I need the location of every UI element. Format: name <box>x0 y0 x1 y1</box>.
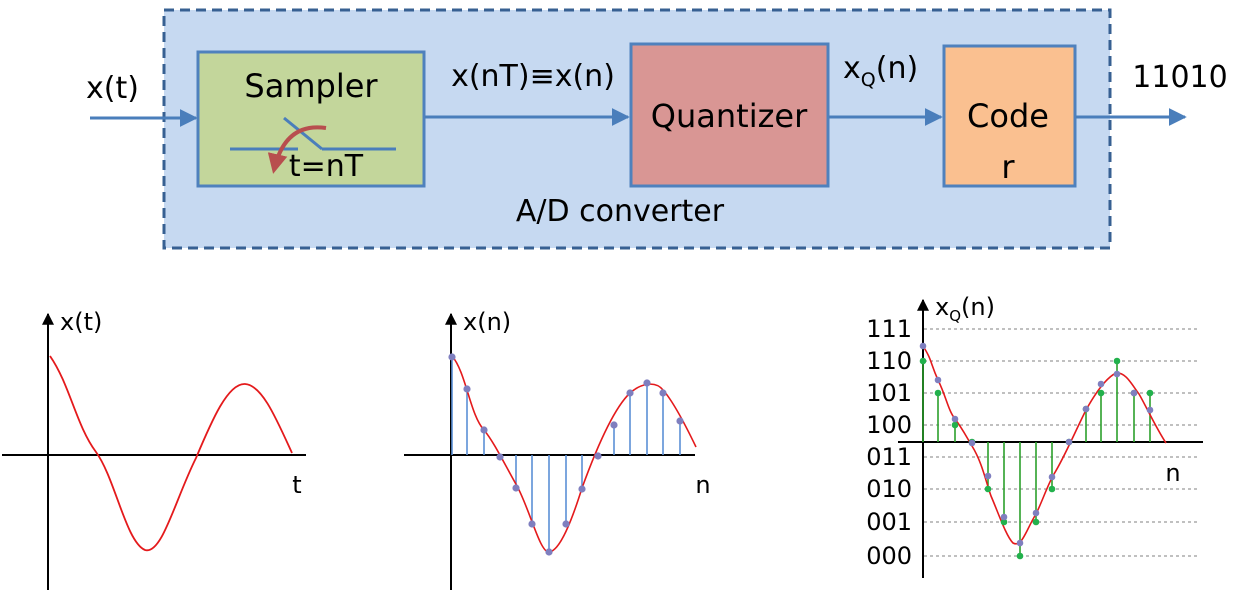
plot1-x-label: t <box>292 471 301 499</box>
sample-point <box>1000 513 1008 521</box>
plot2-y-label: x(n) <box>463 308 511 336</box>
sample-point <box>480 426 488 434</box>
sample-point <box>1130 389 1138 397</box>
quantized-point <box>1048 485 1056 493</box>
quantized-point <box>1016 552 1024 560</box>
ad-converter-label: A/D converter <box>516 194 725 229</box>
sample-point <box>984 472 992 480</box>
coder-label-line2: r <box>1001 148 1015 186</box>
plot1-y-label: x(t) <box>60 308 102 336</box>
sample-point <box>659 389 667 397</box>
quantized-point <box>1146 389 1154 397</box>
sample-point <box>951 415 959 423</box>
sample-point <box>919 342 927 350</box>
level-label: 001 <box>866 508 912 536</box>
sample-point <box>643 379 651 387</box>
quantized-envelope-curve <box>922 345 1167 545</box>
quantized-signal-plot: 111 110 101 100 011 010 001 000 xQ(n) n <box>866 293 1203 578</box>
sample-point <box>448 353 456 361</box>
sample-point <box>1016 539 1024 547</box>
quantized-point <box>1032 518 1040 526</box>
sample-point <box>1097 380 1105 388</box>
quantized-point <box>951 421 959 429</box>
sampled-signal-label: x(nT)≡x(n) <box>451 59 615 94</box>
level-label: 010 <box>866 475 912 503</box>
sample-point <box>1032 509 1040 517</box>
sample-point <box>512 484 520 492</box>
quantizer-label: Quantizer <box>651 97 808 135</box>
sample-point <box>578 485 586 493</box>
output-code-label: 11010 <box>1132 60 1227 95</box>
sample-point <box>463 385 471 393</box>
sample-point <box>1113 370 1121 378</box>
quantized-point <box>1113 357 1121 365</box>
switch-icon <box>230 116 396 174</box>
level-label: 011 <box>866 443 912 471</box>
sampler-label: Sampler <box>244 67 378 105</box>
sample-point <box>968 439 976 447</box>
level-label: 101 <box>866 379 912 407</box>
quantized-point <box>1097 389 1105 397</box>
plot3-stems <box>922 361 1151 556</box>
coder-label-line1: Code <box>967 97 1049 135</box>
sample-point <box>626 389 634 397</box>
level-label: 000 <box>866 542 912 570</box>
continuous-signal-plot: x(t) t <box>2 308 306 590</box>
sampled-signal-plot: x(n) n <box>404 308 711 590</box>
sample-point <box>1048 473 1056 481</box>
continuous-signal-curve <box>49 355 293 551</box>
sample-point <box>562 520 570 528</box>
plot3-level-labels: 111 110 101 100 011 010 001 000 <box>866 315 912 570</box>
sample-point <box>1065 438 1073 446</box>
sample-point <box>545 548 553 556</box>
quantizer-block <box>629 42 830 188</box>
plot3-sample-points <box>919 342 1154 560</box>
plot2-x-label: n <box>695 471 710 499</box>
sample-point <box>676 417 684 425</box>
sampler-block <box>196 50 426 188</box>
sample-point <box>1146 406 1154 414</box>
quantized-point <box>984 485 992 493</box>
sample-point <box>934 376 942 384</box>
sample-point <box>1082 405 1090 413</box>
plot3-x-label: n <box>1165 459 1180 487</box>
plot3-y-label: xQ(n) <box>935 293 995 325</box>
plot2-sample-points <box>448 353 684 556</box>
quantized-point <box>1000 518 1008 526</box>
sample-point <box>594 452 602 460</box>
quantized-signal-label: xQ(n) <box>843 51 918 91</box>
block-diagram: x(t) Sampler t=nT x(nT)≡x(n) Quantizer x… <box>86 8 1228 250</box>
plot3-level-gridlines <box>924 328 1200 557</box>
sample-point <box>610 421 618 429</box>
coder-block <box>942 44 1077 188</box>
level-label: 100 <box>866 411 912 439</box>
input-signal-label: x(t) <box>86 71 139 106</box>
level-label: 111 <box>866 315 912 343</box>
level-label: 110 <box>866 347 912 375</box>
quantized-point <box>934 389 942 397</box>
sample-point <box>528 520 536 528</box>
quantized-point <box>919 357 927 365</box>
switch-label: t=nT <box>289 149 364 184</box>
sample-point <box>496 453 504 461</box>
